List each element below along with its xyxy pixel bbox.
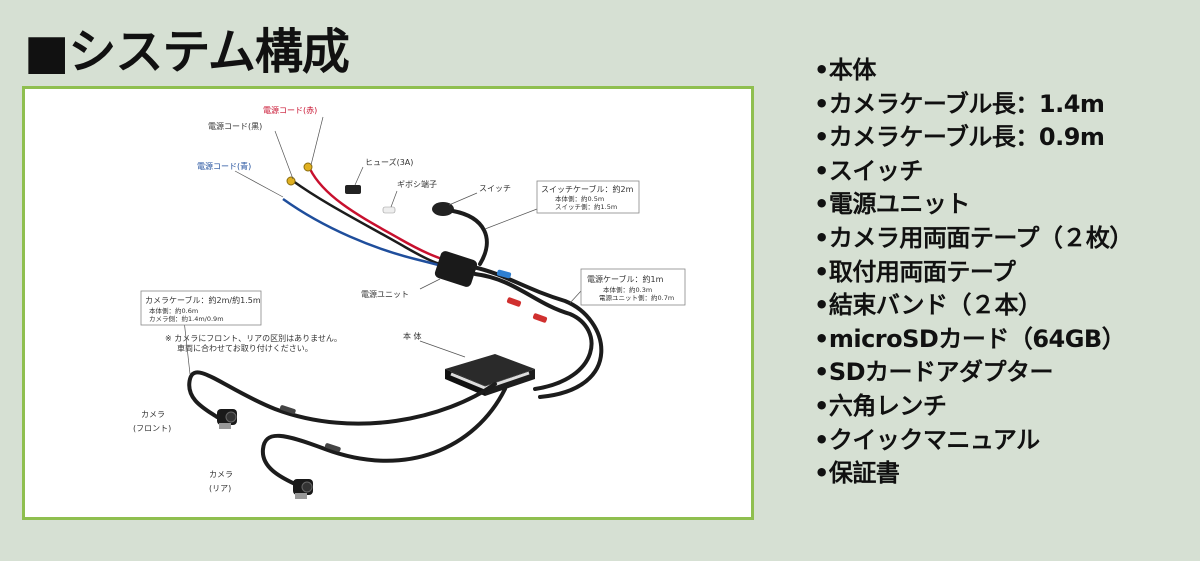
main-unit — [445, 354, 535, 396]
list-item: •カメラケーブル長：0.9m — [814, 123, 1105, 152]
label-camera-front-1: カメラ — [141, 410, 165, 419]
label-switch-cable-switch: スイッチ側：約1.5m — [555, 202, 617, 211]
label-power-cable: 電源ケーブル：約1m — [587, 274, 664, 284]
camera-front-body — [217, 409, 237, 429]
label-power-cable-body: 本体側：約0.3m — [603, 285, 652, 294]
label-power-blue: 電源コード(青) — [197, 161, 251, 171]
power-unit-cable-2 — [471, 265, 604, 399]
terminal-sleeve — [382, 206, 396, 214]
list-item: •結束バンド（２本） — [814, 291, 1042, 320]
red-connector-2 — [532, 313, 548, 323]
system-diagram: 電源コード(赤) 電源コード(黒) 電源コード(青) ヒューズ(3A) ギボシ端… — [22, 86, 754, 520]
label-camera-rear-2: (リア) — [209, 484, 231, 493]
power-unit-body — [434, 251, 478, 287]
red-connector — [506, 297, 522, 307]
power-cable-box — [580, 268, 686, 306]
switch-body — [432, 202, 454, 216]
leader-main-unit — [419, 340, 466, 358]
label-camera-cable-camera: カメラ側：約1.4m/0.9m — [149, 314, 224, 323]
leader-terminal — [390, 190, 398, 208]
label-main-unit: 本 体 — [403, 331, 422, 341]
package-contents-list: •本体 •カメラケーブル長：1.4m •カメラケーブル長：0.9m •スイッチ … — [814, 54, 1133, 491]
power-unit-cable-1 — [473, 272, 594, 391]
blue-connector — [496, 269, 512, 279]
list-item: •スイッチ — [814, 156, 923, 185]
switch-cable-box — [536, 180, 640, 214]
label-camera-rear-1: カメラ — [209, 470, 233, 479]
leader-power-cable — [569, 290, 582, 304]
list-item: •SDカードアダプター — [814, 358, 1054, 387]
wiring-diagram-svg: 電源コード(赤) 電源コード(黒) 電源コード(青) ヒューズ(3A) ギボシ端… — [133, 106, 686, 499]
label-power-cable-unit: 電源ユニット側：約0.7m — [599, 293, 674, 302]
label-switch-cable: スイッチケーブル：約2m — [541, 184, 634, 194]
switch-cable — [451, 209, 489, 266]
camera-cable-front — [187, 370, 497, 426]
page-title: ■システム構成 — [24, 24, 350, 80]
camera-rear-body — [293, 479, 313, 499]
list-item: •本体 — [814, 56, 876, 84]
label-switch: スイッチ — [479, 184, 511, 193]
fuse-holder — [345, 185, 361, 194]
label-terminal: ギボシ端子 — [397, 179, 437, 189]
leader-power-black — [274, 130, 294, 180]
label-power-unit: 電源ユニット — [361, 290, 409, 299]
label-camera-cable: カメラケーブル：約2m/約1.5m — [145, 295, 261, 305]
label-note-line2: 車両に合わせてお取り付けください。 — [177, 343, 313, 353]
list-item: •カメラケーブル長：1.4m — [814, 89, 1105, 118]
label-camera-front-2: (フロント) — [133, 424, 171, 433]
terminal-black — [286, 176, 296, 186]
list-item: •取付用両面テープ — [814, 257, 1016, 286]
camera-cable-box — [140, 290, 262, 326]
label-power-red: 電源コード(赤) — [263, 106, 317, 115]
camera-cable-rear — [260, 387, 507, 486]
leader-switch — [448, 192, 478, 206]
camera-cable-connector-1 — [279, 405, 296, 414]
label-note-line1: ※ カメラにフロント、リアの区別はありません。 — [165, 334, 342, 343]
list-item: •microSDカード（64GB） — [814, 324, 1126, 353]
label-switch-cable-body: 本体側：約0.5m — [555, 194, 604, 203]
leader-switch-cable — [484, 208, 538, 230]
label-power-black: 電源コード(黒) — [208, 122, 262, 131]
list-item: •カメラ用両面テープ（２枚） — [814, 223, 1133, 252]
label-fuse: ヒューズ(3A) — [365, 157, 413, 167]
terminal-red — [303, 162, 313, 172]
list-item: •六角レンチ — [814, 391, 947, 420]
list-item: •保証書 — [814, 459, 900, 488]
leader-power-red — [310, 116, 324, 166]
leader-fuse — [354, 166, 364, 186]
list-item: •クイックマニュアル — [814, 425, 1040, 454]
leader-power-unit — [419, 278, 441, 290]
camera-cable-connector-2 — [324, 443, 341, 452]
list-item: •電源ユニット — [814, 190, 970, 219]
leader-power-blue — [234, 170, 284, 198]
label-camera-cable-body: 本体側：約0.6m — [149, 306, 198, 315]
